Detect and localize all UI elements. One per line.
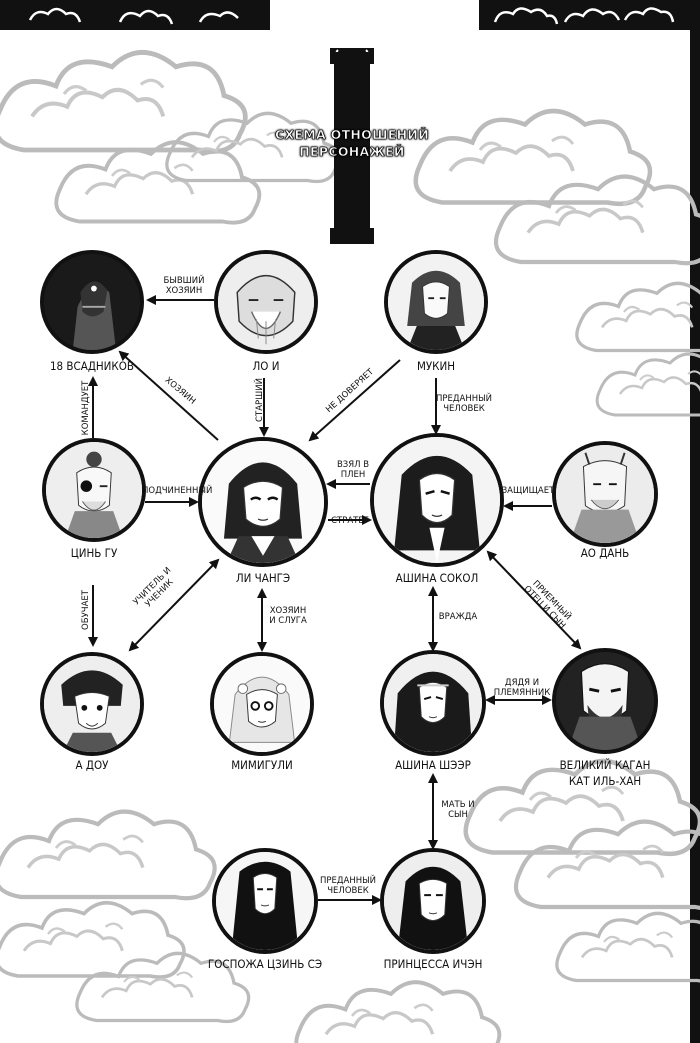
name-loi: ЛО И (252, 359, 280, 373)
label-subordinate: ПОДЧИНЕННЫЙ (142, 486, 213, 496)
label-captured-1: ВЗЯЛ В (336, 460, 370, 470)
label-mother-2: СЫН (448, 810, 468, 820)
label-mother-1: МАТЬ И (441, 800, 475, 810)
name-aodan: АО ДАНЬ (580, 546, 630, 560)
title-column (334, 52, 370, 242)
label-master-servant-2: И СЛУГА (269, 616, 307, 626)
name-zinse: ГОСПОЖА ЦЗИНЬ СЭ (207, 957, 323, 971)
name-adou: А ДОУ (75, 758, 109, 772)
label-uncle-2: ПЛЕМЯННИК (493, 688, 551, 698)
portrait-lichange (198, 437, 328, 567)
name-lichange: ЛИ ЧАНГЭ (235, 571, 291, 585)
label-devoted-2: ПРЕДАННЫЙ ЧЕЛОВЕК (318, 876, 378, 896)
name-kagan-line1: ВЕЛИКИЙ КАГАН (559, 758, 651, 772)
label-commands: КОМАНДУЕТ (81, 380, 91, 436)
title-line-1: СХЕМА ОТНОШЕНИЙ (275, 127, 429, 143)
name-kagan-line2: КАТ ИЛЬ-ХАН (568, 774, 642, 788)
label-strategist: СТРАТЕГ (331, 516, 369, 526)
portrait-qingu (42, 438, 146, 542)
label-protects: ЗАЩИЩАЕТ (501, 486, 555, 496)
portrait-kagan (552, 648, 658, 754)
label-elder: СТАРШИЙ (255, 378, 265, 422)
cloud-decor-bottom-left (0, 812, 251, 1024)
label-former-master: БЫВШИЙ ХОЗЯИН (160, 276, 208, 296)
label-former-master-1: БЫВШИЙ (163, 276, 205, 286)
label-enmity: ВРАЖДА (438, 612, 478, 622)
label-uncle-1: ДЯДЯ И (504, 678, 540, 688)
portrait-loi (214, 250, 318, 354)
edges (88, 295, 582, 905)
label-master-servant-1: ХОЗЯИН (269, 606, 307, 616)
name-qingu: ЦИНЬ ГУ (70, 546, 118, 560)
label-master-servant: ХОЗЯИН И СЛУГА (266, 606, 310, 626)
name-ichen: ПРИНЦЕССА ИЧЭН (383, 957, 483, 971)
portrait-horsemen (40, 250, 144, 354)
portrait-ichen (380, 848, 486, 954)
title-line-2: ПЕРСОНАЖЕЙ (299, 144, 405, 160)
name-mukin: МУКИН (416, 359, 456, 373)
page-title: СХЕМА ОТНОШЕНИЙ ПЕРСОНАЖЕЙ (270, 126, 434, 160)
name-mimiguli: МИМИГУЛИ (231, 758, 293, 772)
name-horsemen: 18 ВСАДНИКОВ (49, 359, 135, 373)
label-mother: МАТЬ И СЫН (438, 800, 478, 820)
portrait-zinse (212, 848, 318, 954)
name-ashina-sheer: АШИНА ШЭЭР (395, 758, 471, 772)
portrait-ashina-sheer (380, 650, 486, 756)
label-captured: ВЗЯЛ В ПЛЕН (334, 460, 372, 480)
name-ashina-sokol: АШИНА СОКОЛ (395, 571, 479, 585)
portrait-mimiguli (210, 652, 314, 756)
portrait-aodan (552, 441, 658, 547)
label-devoted-2: ЧЕЛОВЕК (443, 404, 485, 414)
portrait-adou (40, 652, 144, 756)
label-teaches: ОБУЧАЕТ (81, 590, 91, 630)
label-captured-2: ПЛЕН (340, 470, 366, 480)
portrait-mukin (384, 250, 488, 354)
label-devoted2-1: ПРЕДАННЫЙ (320, 876, 376, 886)
cloud-decor-bottom-right (294, 761, 700, 1043)
portrait-ashina-sokol (370, 433, 504, 567)
label-former-master-2: ХОЗЯИН (165, 286, 203, 296)
label-uncle: ДЯДЯ И ПЛЕМЯННИК (490, 678, 554, 698)
label-devoted2-2: ЧЕЛОВЕК (327, 886, 369, 896)
label-devoted-1: ПРЕДАННЫЙ (436, 394, 492, 404)
label-devoted: ПРЕДАННЫЙ ЧЕЛОВЕК (436, 394, 492, 414)
